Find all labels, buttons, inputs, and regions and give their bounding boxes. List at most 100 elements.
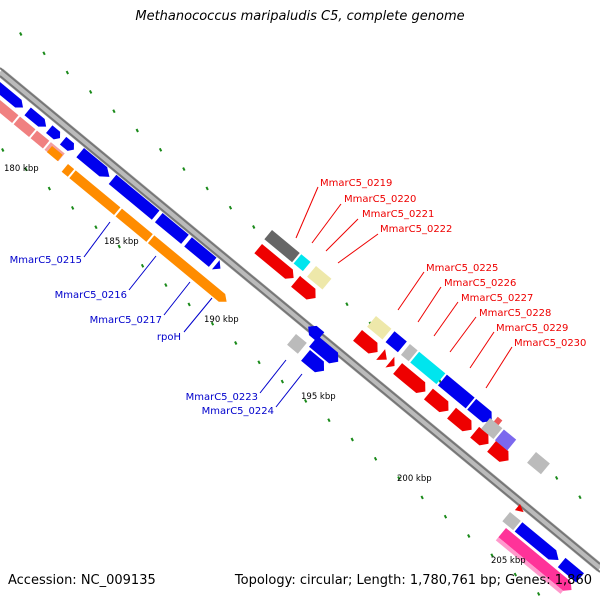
cds-blue-0223[interactable] [309, 336, 343, 367]
genome-backbone [0, 67, 600, 573]
cds-gray-205[interactable] [502, 512, 521, 531]
label-mmarc5-0223[interactable]: MmarC5_0223 [186, 392, 258, 403]
tick-mark-inner-23 [537, 591, 541, 596]
cds-gray-0223[interactable] [287, 334, 307, 354]
label-mmarc5-0219[interactable]: MmarC5_0219 [320, 178, 392, 189]
tick-mark-outer-3 [89, 89, 93, 94]
label-mmarc5-0221[interactable]: MmarC5_0221 [362, 209, 434, 220]
label-mmarc5-0228[interactable]: MmarC5_0228 [479, 308, 551, 319]
tick-mark-inner-1 [24, 167, 28, 172]
cds-cyan-0220[interactable] [293, 254, 311, 272]
label-mmarc5-0220[interactable]: MmarC5_0220 [344, 194, 416, 205]
cds-gray-0230[interactable] [481, 418, 503, 439]
cds-red-205[interactable] [514, 504, 526, 515]
tick-mark-inner-11 [257, 360, 261, 365]
cds-gray-0230b[interactable] [527, 452, 550, 475]
cds-blue-0224[interactable] [301, 350, 328, 376]
cds-red-0227[interactable] [393, 363, 430, 397]
cds-orange-1[interactable] [61, 164, 75, 177]
tick-label-205: 205 kbp [491, 556, 526, 566]
cds-purple-0230[interactable] [494, 429, 517, 451]
cds-blue-mmarc5-0217[interactable] [154, 213, 189, 244]
tick-mark-inner-0 [1, 148, 5, 152]
cds-salmon-3[interactable] [30, 130, 50, 149]
feature-tracks [0, 82, 584, 595]
cds-red-0230a[interactable] [470, 426, 493, 449]
label-rpoh[interactable]: rpoH [157, 332, 181, 343]
cds-blue-mmarc5-0216[interactable] [108, 174, 160, 220]
cds-orange-3[interactable] [115, 208, 153, 242]
label-mmarc5-0217[interactable]: MmarC5_0217 [90, 315, 162, 326]
cds-blue-rpoh[interactable] [184, 237, 217, 267]
tick-mark-inner-20 [467, 534, 471, 538]
cds-orange-2[interactable] [69, 170, 121, 216]
cds-khaki-0225[interactable] [367, 316, 392, 340]
cds-red-0226b[interactable] [385, 356, 399, 372]
tick-mark-inner-17 [397, 476, 401, 481]
cds-cyan-0227[interactable] [410, 351, 446, 385]
cds-blue-0228[interactable] [437, 374, 475, 409]
tick-mark-inner-14 [327, 418, 331, 423]
tick-mark-inner-3 [71, 205, 75, 210]
label-mmarc5-0230[interactable]: MmarC5_0230 [514, 338, 586, 349]
gene-labels: MmarC5_0219 MmarC5_0220 MmarC5_0221 Mmar… [10, 178, 587, 417]
label-mmarc5-0222[interactable]: MmarC5_0222 [380, 224, 452, 235]
label-mmarc5-0226[interactable]: MmarC5_0226 [444, 278, 516, 289]
cds-blue-top-4[interactable] [59, 136, 77, 154]
tick-mark-outer-2 [65, 70, 69, 75]
label-mmarc5-0229[interactable]: MmarC5_0229 [496, 323, 568, 334]
cds-salmon-2[interactable] [13, 116, 36, 138]
tick-label-180: 180 kbp [4, 164, 39, 174]
label-mmarc5-0225[interactable]: MmarC5_0225 [426, 263, 498, 274]
tick-mark-inner-12 [280, 379, 284, 384]
tick-mark-inner-4 [94, 225, 98, 230]
map-title: Methanococcus maripaludis C5, complete g… [135, 9, 465, 24]
cds-red-0219[interactable] [254, 244, 297, 283]
tick-mark-outer-6 [158, 147, 163, 152]
cds-red-0228[interactable] [423, 388, 453, 416]
cds-blue-top-2[interactable] [24, 107, 49, 130]
tick-mark-outer-4 [112, 109, 116, 114]
tick-mark-inner-18 [420, 495, 424, 500]
tick-mark-outer-10 [252, 225, 256, 229]
cds-red-0230b[interactable] [487, 440, 513, 466]
cds-blue-mmarc5-0215[interactable] [76, 148, 113, 181]
cds-darkgray-0219[interactable] [264, 230, 300, 263]
cds-blue-top-1[interactable] [0, 82, 26, 111]
tick-mark-inner-8 [187, 302, 191, 307]
tick-mark-inner-5 [117, 244, 121, 249]
tick-mark-outer-9 [228, 205, 233, 210]
tick-mark-inner-7 [164, 283, 168, 288]
scale-tick-labels: 180 kbp 185 kbp 190 kbp 195 kbp 200 kbp … [4, 164, 526, 566]
cds-blue-small[interactable] [211, 260, 224, 273]
cds-gray-0227[interactable] [400, 344, 418, 362]
cds-orange-4[interactable] [147, 235, 230, 305]
label-mmarc5-0227[interactable]: MmarC5_0227 [461, 293, 533, 304]
tick-mark-inner-16 [373, 456, 378, 461]
cds-red-0226a[interactable] [376, 349, 391, 365]
tick-mark-inner-13 [304, 398, 308, 403]
label-mmarc5-0215[interactable]: MmarC5_0215 [10, 255, 82, 266]
cds-pink-205b[interactable] [495, 537, 564, 594]
tick-mark-inner-6 [140, 263, 145, 268]
cds-blue-0229[interactable] [467, 398, 496, 426]
cds-khaki-0222[interactable] [307, 266, 332, 290]
tick-mark-inner-15 [350, 437, 354, 442]
cds-pink-205[interactable] [498, 528, 575, 595]
tick-mark-outer-24 [578, 495, 582, 500]
cds-blue-205b[interactable] [557, 557, 584, 583]
cds-orange-small[interactable] [46, 146, 63, 162]
cds-salmon-1[interactable] [0, 100, 19, 124]
label-mmarc5-0216[interactable]: MmarC5_0216 [55, 290, 127, 301]
label-mmarc5-0224[interactable]: MmarC5_0224 [202, 406, 274, 417]
cds-red-0225[interactable] [353, 330, 382, 357]
cds-blue-0226[interactable] [385, 331, 407, 353]
cds-blue-205a[interactable] [514, 522, 563, 564]
cds-blue-0223-small[interactable] [304, 322, 325, 342]
cds-blue-top-3[interactable] [46, 125, 63, 142]
cds-red-0222[interactable] [291, 276, 320, 303]
tick-label-200: 200 kbp [397, 474, 432, 484]
cds-red-0229[interactable] [447, 407, 476, 435]
